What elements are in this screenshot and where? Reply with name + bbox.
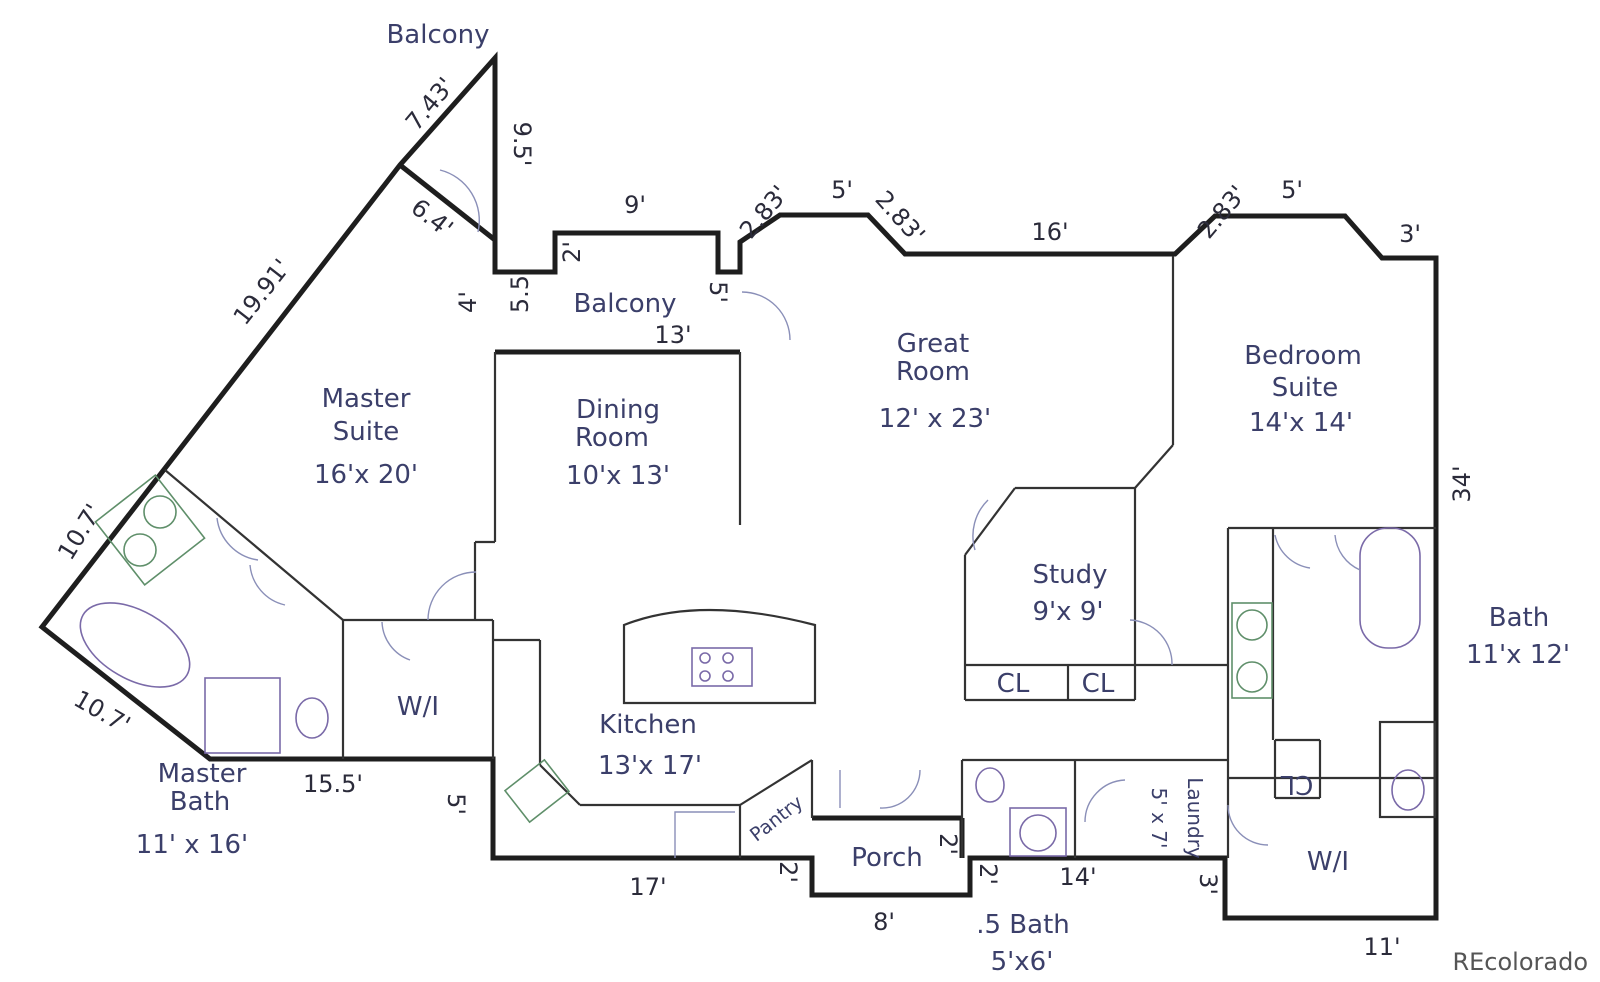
dim-17: 17' [629,873,666,901]
dim-2-balcony: 2' [558,241,586,263]
dim-3-top: 3' [1399,220,1421,248]
dim-13: 13' [654,321,691,349]
dim-3-bottom: 3' [1194,873,1222,895]
dining-room-label: Dining [576,395,660,425]
dim-6-4: 6.4' [406,193,459,243]
bedroom-suite-label: Bedroom [1244,341,1362,371]
kitchen-size: 13'x 17' [598,751,702,781]
laundry-label: Laundry [1183,777,1207,859]
great-room-size: 12' x 23' [879,404,991,434]
dim-11: 11' [1363,933,1400,961]
dim-2-83-c: 2.83' [1192,180,1252,244]
great-room-label-2: Room [896,357,970,387]
left-walk-in-label: W/I [397,692,439,722]
closet-label-1: CL [997,669,1030,699]
bath-size: 11'x 12' [1466,640,1570,670]
dim-14: 14' [1059,863,1096,891]
dim-5-balcony: 5' [704,281,732,303]
dim-2-porch-right: 2' [934,833,962,855]
dim-2-half-bath: 2' [974,863,1002,885]
dining-room-label-2: Room [575,423,649,453]
dim-5-5: 5.5 [506,275,534,313]
right-walk-in-label: W/I [1307,847,1349,877]
pantry-label: Pantry [746,791,807,846]
watermark: REcolorado [1452,948,1588,976]
dim-8: 8' [873,908,895,936]
great-room-label: Great [897,329,969,359]
dim-2-83-a: 2.83' [734,180,794,244]
bedroom-suite-label-2: Suite [1272,373,1338,403]
dim-2-porch-left: 2' [774,861,802,883]
top-balcony-label: Balcony [386,20,489,50]
dim-5-great: 5' [831,176,853,204]
half-bath-label: .5 Bath [976,910,1070,940]
half-bath-size: 5'x6' [991,947,1054,977]
dim-2-83-b: 2.83' [870,185,931,248]
bedroom-suite-size: 14'x 14' [1249,408,1353,438]
master-suite-label-2: Suite [333,417,399,447]
laundry-size: 5' x 7' [1147,788,1171,849]
doors [216,169,1361,846]
bath-label: Bath [1489,603,1549,633]
dim-9: 9' [624,191,646,219]
dining-room-size: 10'x 13' [566,461,670,491]
study-label: Study [1032,560,1107,590]
dim-5-bedroom: 5' [1281,176,1303,204]
kitchen-label: Kitchen [599,710,697,740]
fixtures [79,473,1425,858]
interior-walls [164,256,1437,858]
room-labels: Balcony Master Suite 16'x 20' Dining Roo… [136,20,1570,977]
closet-label-3: CL [1280,769,1313,799]
master-bath-label: Master [158,759,247,789]
porch-label: Porch [851,843,923,873]
study-size: 9'x 9' [1032,597,1103,627]
closet-label-2: CL [1082,669,1115,699]
dim-16: 16' [1031,218,1068,246]
master-suite-size: 16'x 20' [314,460,418,490]
dim-5-kitchen: 5' [442,793,470,815]
dim-9-5: 9.5' [508,122,536,167]
master-suite-label: Master [322,384,411,414]
balcony-label: Balcony [573,289,676,319]
master-bath-label-2: Bath [170,787,230,817]
dim-34: 34' [1448,465,1476,502]
master-bath-size: 11' x 16' [136,830,248,860]
dim-15-5: 15.5' [303,770,363,798]
dim-4: 4' [454,291,482,313]
dim-19-91: 19.91' [228,254,296,331]
